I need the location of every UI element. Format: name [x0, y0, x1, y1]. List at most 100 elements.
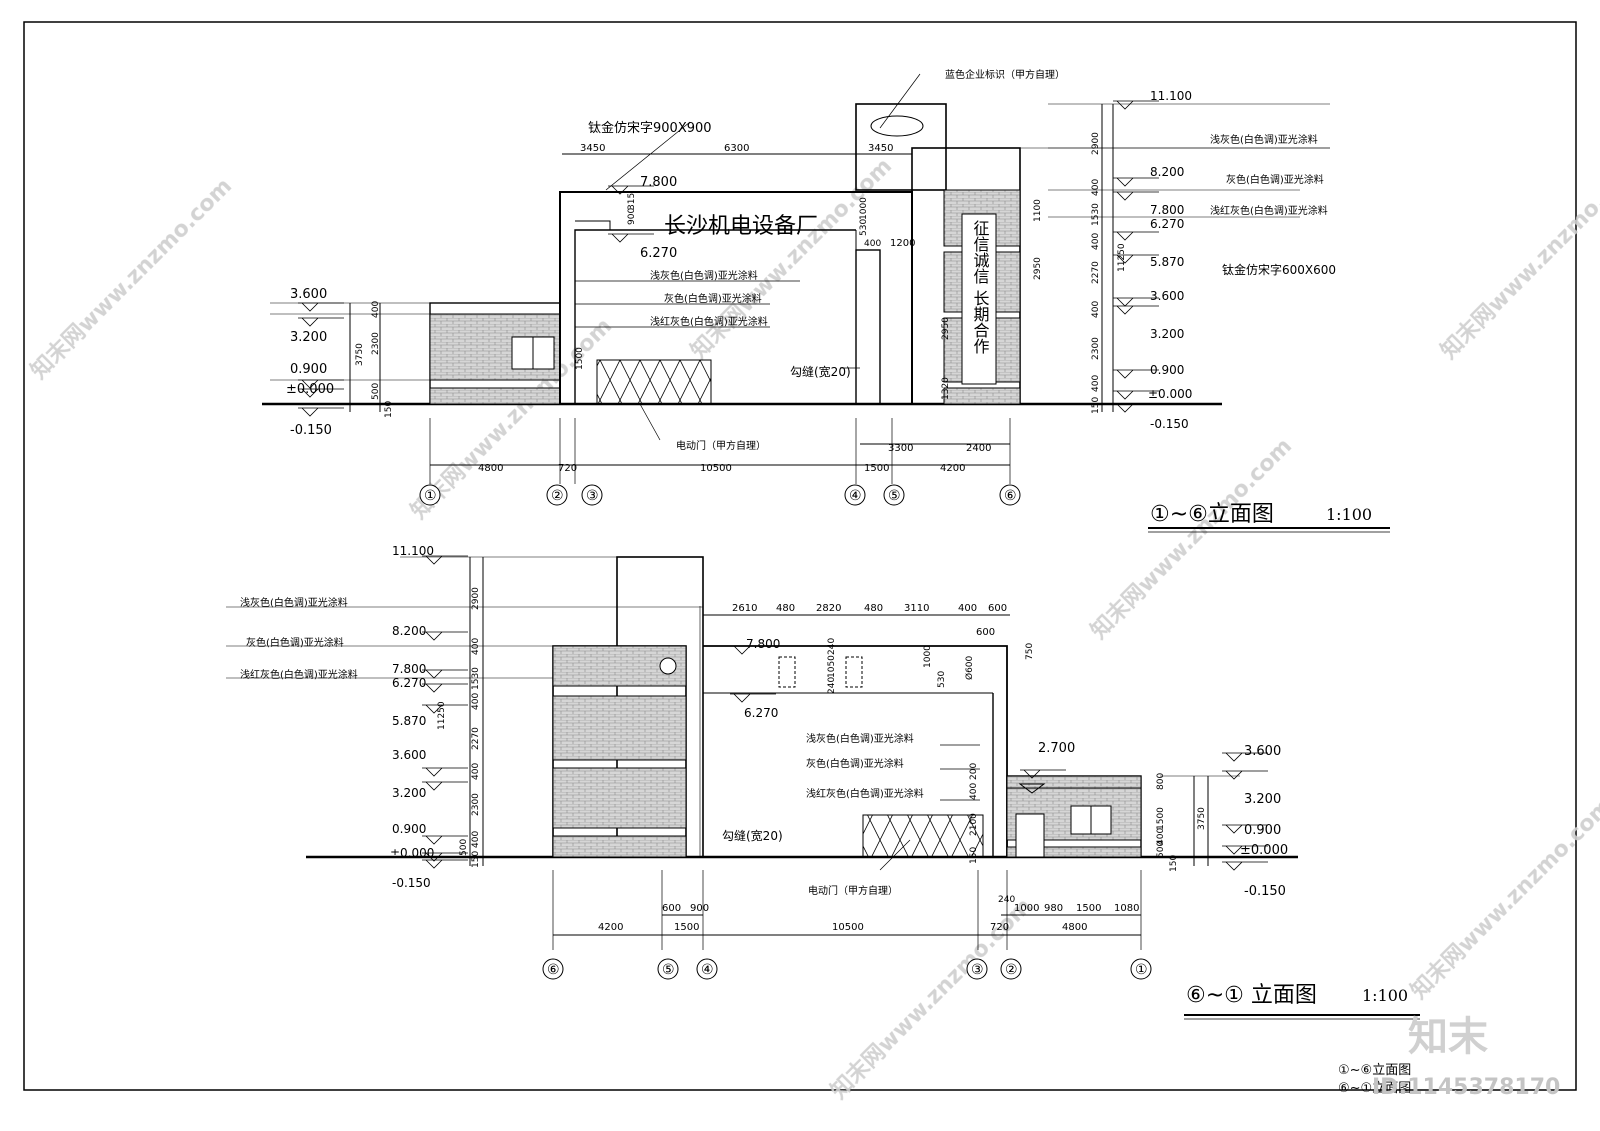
dimension-label: 7.800: [640, 175, 677, 190]
dimension-label: 750: [1025, 643, 1035, 660]
dimension-label: 3450: [580, 143, 605, 154]
dimension-label: 1500: [674, 922, 699, 933]
dimension-label: 3450: [868, 143, 893, 154]
dimension-label: 4200: [940, 463, 965, 474]
gate-note: 电动门（甲方自理）: [676, 439, 766, 452]
material-light: 浅灰色(白色调)亚光涂料: [650, 269, 758, 282]
dimension-label: 浅红灰色(白色调)亚光涂料: [240, 668, 358, 681]
dimension-label: 400: [471, 693, 481, 710]
dimension-label: 2900: [1091, 132, 1101, 155]
dimension-label: 3750: [355, 343, 365, 366]
dimension-label: 800: [1156, 773, 1166, 790]
material-light-r: 浅灰色(白色调)亚光涂料: [1210, 133, 1318, 146]
joint-note: 勾缝(宽20): [790, 364, 851, 379]
dimension-label: 4200: [598, 922, 623, 933]
dimension-label: 150: [1169, 855, 1179, 872]
dimension-label: 3.600: [1150, 289, 1184, 303]
dimension-label: 240: [827, 677, 837, 694]
dimension-label: 500: [371, 383, 381, 400]
dimension-label: 2900: [471, 587, 481, 610]
dimension-label: 500: [459, 839, 469, 856]
dimension-label: 1000: [859, 197, 869, 220]
dimension-label: 1000: [1014, 903, 1039, 914]
dimension-label: 1500: [1076, 903, 1101, 914]
dimension-label: 400: [471, 638, 481, 655]
dimension-label: 3300: [888, 443, 913, 454]
dimension-label: -0.150: [392, 876, 431, 890]
dimension-label: ⑤: [662, 962, 675, 978]
dimension-label: 灰色(白色调)亚光涂料: [806, 757, 904, 770]
slogan-note: 钛金仿宋字600X600: [1222, 262, 1336, 277]
dimension-label: 400: [1091, 301, 1101, 318]
sign-text: 长沙机电设备厂: [664, 214, 818, 239]
electric-gate: [596, 359, 712, 405]
dimension-label: 3.200: [290, 330, 327, 345]
dimension-label: 3.600: [392, 748, 426, 762]
dimension-label: 7.800: [1150, 203, 1184, 217]
dimension-label: 10500: [832, 922, 864, 933]
tower-top: [855, 103, 947, 191]
dimension-label: 8.200: [1150, 165, 1184, 179]
dimension-label: 2820: [816, 603, 841, 614]
dimension-label: 11250: [437, 701, 447, 730]
dimension-label: 2.700: [1038, 741, 1075, 756]
dimension-label: 7.800: [392, 662, 426, 676]
dimension-label: Ø600: [964, 655, 975, 680]
dimension-label: 400: [1091, 233, 1101, 250]
dimension-label: 400: [1091, 375, 1101, 392]
dimension-label: 400: [371, 301, 381, 318]
dimension-label: 3750: [1197, 807, 1207, 830]
dimension-label: 0.900: [290, 362, 327, 377]
material-red-r: 浅红灰色(白色调)亚光涂料: [1210, 204, 1328, 217]
dimension-label: 6.270: [1150, 217, 1184, 231]
scale-b: 1:100: [1362, 986, 1408, 1005]
sheet-border: [23, 21, 1577, 1091]
dimension-label: ⑥: [547, 962, 560, 978]
scale-a: 1:100: [1326, 505, 1372, 524]
brand-id: ID:1145378170: [1372, 1075, 1560, 1100]
dimension-label: ④: [849, 488, 862, 504]
dimension-label: 3110: [904, 603, 929, 614]
dimension-label: -0.150: [1244, 884, 1286, 899]
dimension-label: 0.900: [392, 822, 426, 836]
dimension-label: 5.870: [1150, 255, 1184, 269]
column: [855, 249, 881, 405]
slogan-2: 长期合作: [971, 290, 990, 354]
dimension-label: 1200: [890, 238, 915, 249]
dimension-label: ④: [701, 962, 714, 978]
material-red: 浅红灰色(白色调)亚光涂料: [650, 315, 768, 328]
dimension-label: 480: [776, 603, 795, 614]
dimension-label: 980: [1044, 903, 1063, 914]
dimension-label: 1530: [471, 667, 481, 690]
axis-bubbles-b: [542, 958, 1152, 980]
watermark-layer: 知末网www.znzmo.com 知末网www.znzmo.com 知末网www…: [26, 153, 1600, 1104]
material-grey-r: 灰色(白色调)亚光涂料: [1226, 173, 1324, 186]
dimension-label: ②: [1005, 962, 1018, 978]
legend-2: ⑥~①立面图: [1338, 1081, 1411, 1096]
dimension-label: ±0.000: [390, 846, 434, 860]
dimension-label: 400: [1091, 179, 1101, 196]
dimension-label: 240: [998, 895, 1015, 905]
dimension-label: 11.100: [392, 544, 434, 558]
dimension-label: 3.200: [1244, 792, 1281, 807]
brand-mark: 知末 ID:1145378170: [1372, 1014, 1560, 1100]
dimension-label: 11.100: [1150, 89, 1192, 103]
dimension-label: ⑥: [1004, 488, 1017, 504]
dimension-label: 900: [627, 208, 637, 225]
axis-bubbles-a: [419, 484, 1021, 506]
dimension-label: 315: [627, 193, 637, 210]
dimension-label: 1000: [923, 645, 933, 668]
dimension-label: 400: [864, 239, 881, 249]
dimension-label: 4800: [1062, 922, 1087, 933]
dimension-label: -0.150: [1150, 417, 1189, 431]
dimension-label: ②: [551, 488, 564, 504]
dimension-label: 勾缝(宽20): [722, 828, 783, 843]
dimension-label: 400: [1156, 828, 1166, 845]
logo-note: 蓝色企业标识（甲方自理）: [945, 68, 1065, 81]
dimension-label: 6.270: [640, 246, 677, 261]
dimension-label: 150: [384, 401, 394, 418]
dimension-label: 150: [1091, 397, 1101, 414]
dimension-label: 6.270: [744, 706, 778, 720]
dimension-label: 720: [990, 922, 1009, 933]
